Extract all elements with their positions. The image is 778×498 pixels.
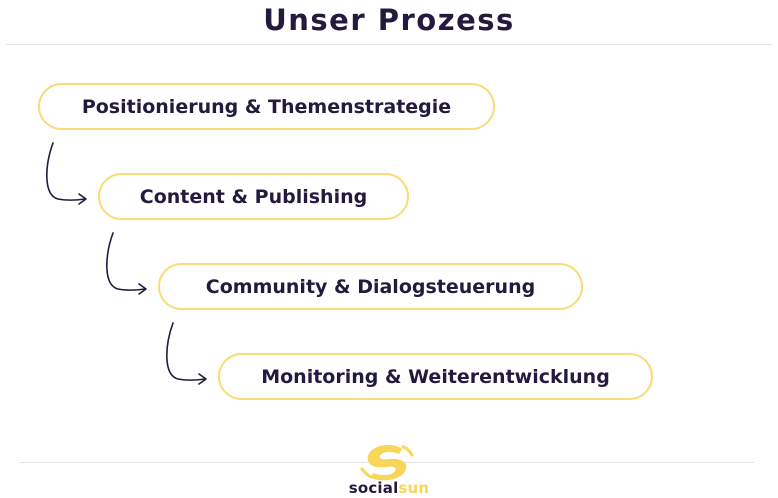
top-divider (6, 44, 772, 45)
step-monitoring: Monitoring & Weiterentwicklung (218, 353, 653, 400)
step-positioning: Positionierung & Themenstrategie (38, 83, 495, 130)
step-label: Monitoring & Weiterentwicklung (261, 365, 610, 388)
curved-arrow-icon (166, 322, 207, 385)
curved-arrow-icon (46, 142, 87, 205)
logo-wordmark: socialsun (348, 479, 430, 497)
step-community-dialog: Community & Dialogsteuerung (158, 263, 583, 310)
curved-arrow-icon (106, 232, 147, 295)
step-label: Content & Publishing (139, 185, 368, 208)
socialsun-logo: socialsun (339, 443, 439, 498)
step-content-publishing: Content & Publishing (98, 173, 409, 220)
step-label: Positionierung & Themenstrategie (81, 95, 452, 118)
step-label: Community & Dialogsteuerung (205, 275, 536, 298)
sun-s-icon (360, 445, 414, 481)
diagram-title: Unser Prozess (263, 3, 515, 37)
